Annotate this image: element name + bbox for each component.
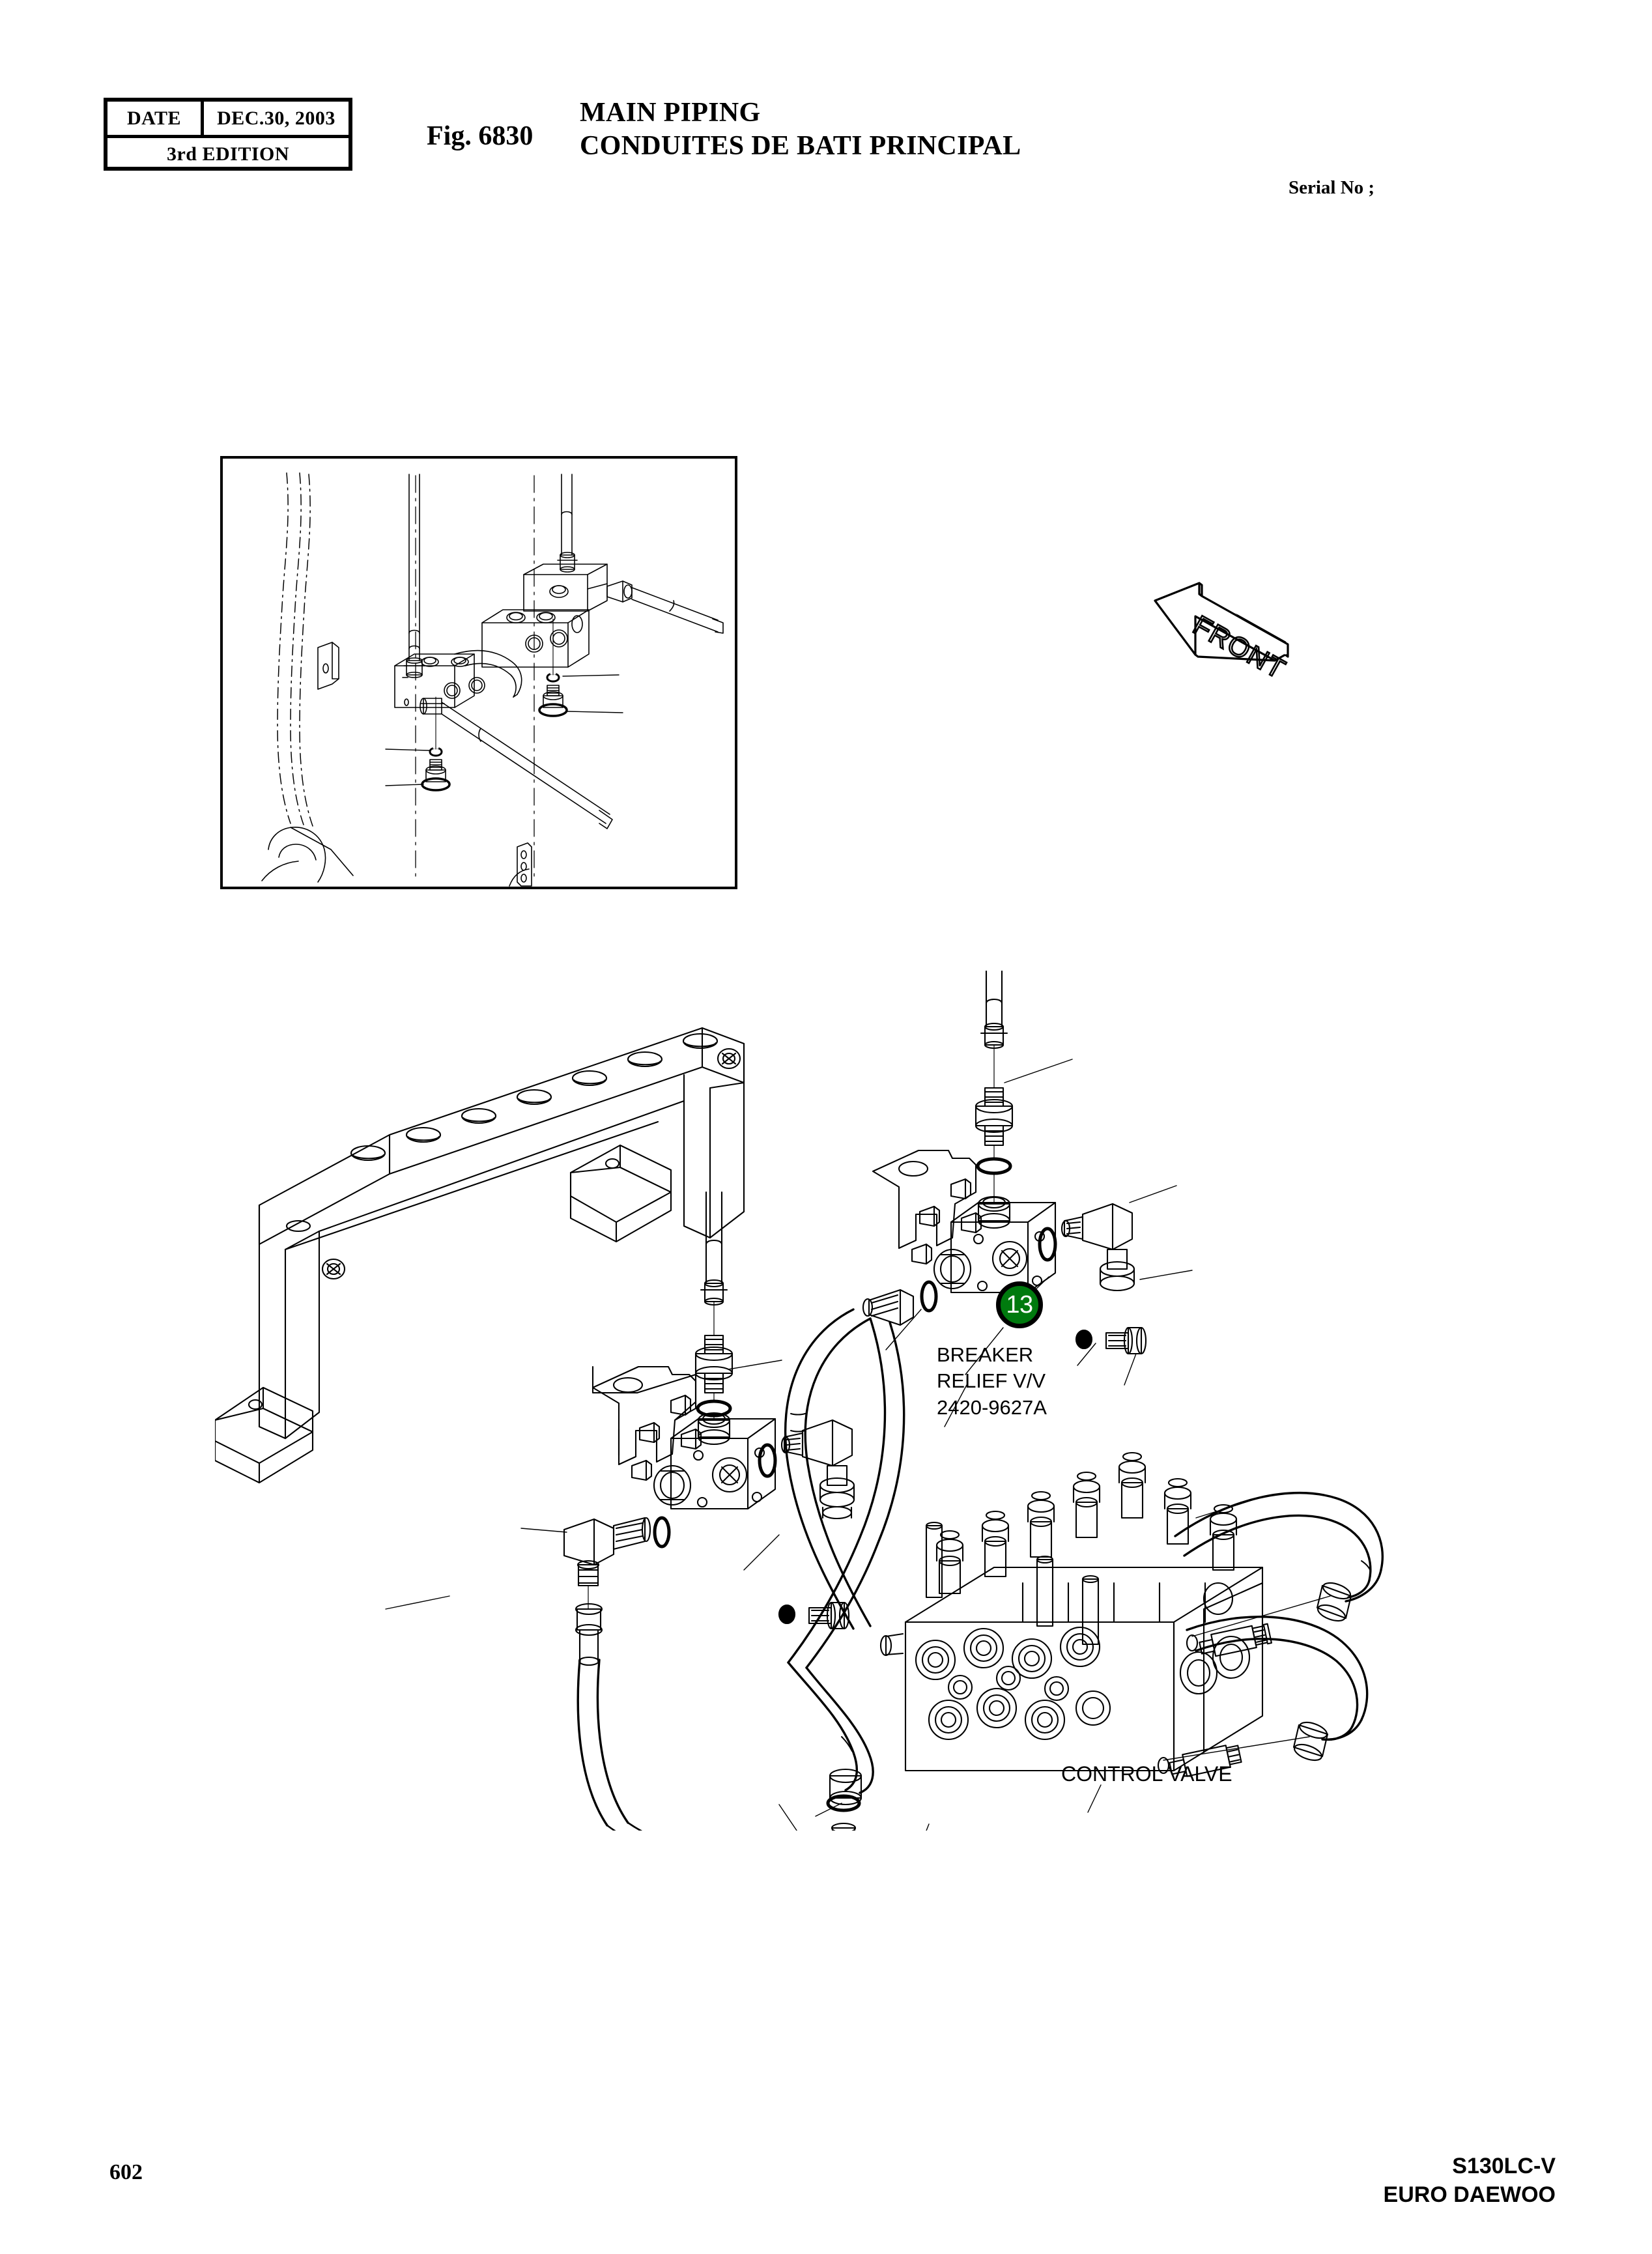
revision-edition-row: 3rd EDITION	[107, 138, 349, 171]
callout-badge-13[interactable]: 13	[996, 1281, 1043, 1328]
date-value: DEC.30, 2003	[217, 107, 335, 129]
page-title: MAIN PIPING CONDUITES DE BATI PRINCIPAL	[580, 96, 1021, 163]
title-french: CONDUITES DE BATI PRINCIPAL	[580, 131, 1021, 162]
inset-detail-frame	[220, 456, 737, 889]
main-exploded-drawing	[215, 971, 1453, 1831]
footer-model-block: S130LC-V EURO DAEWOO	[1384, 2152, 1556, 2209]
control-valve-label: CONTROL VALVE	[1061, 1762, 1232, 1786]
figure-number: Fig. 6830	[427, 121, 534, 151]
callout-number: 13	[1006, 1291, 1033, 1319]
edition-value: 3rd EDITION	[166, 143, 290, 165]
model-designation: S130LC-V	[1452, 2154, 1556, 2178]
serial-no-label: Serial No ;	[1289, 177, 1375, 198]
inset-technical-drawing	[261, 472, 724, 887]
breaker-label-line2: RELIEF V/V	[937, 1369, 1046, 1393]
date-label: DATE	[107, 102, 204, 135]
company-name: EURO DAEWOO	[1383, 2182, 1556, 2207]
revision-date-row: DATE DEC.30, 2003	[107, 102, 349, 138]
breaker-part-number: 2420-9627A	[937, 1395, 1047, 1419]
breaker-label-line1: BREAKER	[937, 1343, 1034, 1366]
revision-box: DATE DEC.30, 2003 3rd EDITION	[104, 98, 352, 171]
page-number: 602	[109, 2160, 143, 2184]
title-english: MAIN PIPING	[580, 98, 761, 128]
breaker-relief-valve-label: BREAKER RELIEF V/V 2420-9627A	[937, 1342, 1047, 1421]
front-direction-arrow: FRONT	[1137, 562, 1300, 692]
